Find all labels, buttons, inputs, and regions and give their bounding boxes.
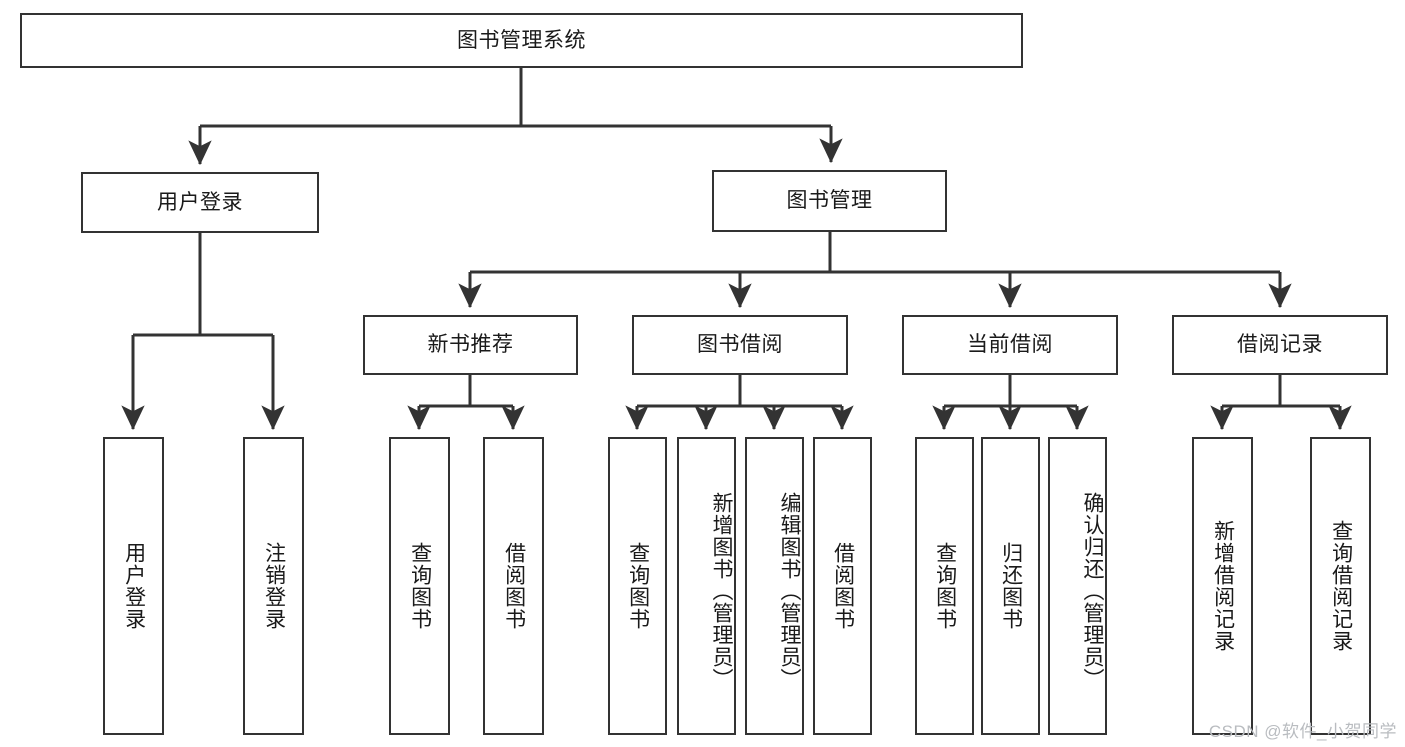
leaf-logout[interactable]: 注销登录 [243, 437, 304, 735]
leaf-borrow-book-rec-label: 借阅图书 [502, 542, 526, 630]
node-current-borrow[interactable]: 当前借阅 [902, 315, 1118, 375]
leaf-add-book[interactable]: 新增图书（管理员） [677, 437, 736, 735]
leaf-add-borrow-record[interactable]: 新增借阅记录 [1192, 437, 1253, 735]
leaf-confirm-return[interactable]: 确认归还（管理员） [1048, 437, 1107, 735]
edge-borrow-record-bus [1210, 375, 1352, 431]
node-root[interactable]: 图书管理系统 [20, 13, 1023, 68]
leaf-edit-book[interactable]: 编辑图书（管理员） [745, 437, 804, 735]
edge-book-manage-bus [458, 232, 1292, 309]
leaf-logout-label: 注销登录 [262, 542, 286, 630]
node-borrow-record[interactable]: 借阅记录 [1172, 315, 1388, 375]
edge-root-bus [188, 68, 843, 166]
node-book-borrow[interactable]: 图书借阅 [632, 315, 848, 375]
leaf-query-book-borrow-label: 查询图书 [626, 542, 650, 630]
leaf-add-borrow-record-label: 新增借阅记录 [1211, 520, 1235, 652]
leaf-user-login[interactable]: 用户登录 [103, 437, 164, 735]
node-new-book-recommend[interactable]: 新书推荐 [363, 315, 578, 375]
leaf-borrow-book[interactable]: 借阅图书 [813, 437, 872, 735]
leaf-borrow-book-label: 借阅图书 [831, 542, 855, 630]
leaf-query-book-rec-label: 查询图书 [408, 542, 432, 630]
leaf-query-book-rec[interactable]: 查询图书 [389, 437, 450, 735]
leaf-user-login-label: 用户登录 [122, 542, 146, 630]
leaf-query-borrow-record-label: 查询借阅记录 [1329, 520, 1353, 652]
leaf-confirm-return-label: 确认归还（管理员） [1081, 492, 1104, 690]
node-current-borrow-label: 当前借阅 [967, 333, 1053, 357]
edge-current-borrow-bus [932, 375, 1089, 431]
node-user-login-label: 用户登录 [157, 190, 243, 214]
edge-user-login-bus [121, 233, 285, 431]
node-root-label: 图书管理系统 [457, 28, 586, 52]
node-book-borrow-label: 图书借阅 [697, 333, 783, 357]
leaf-return-book-label: 归还图书 [999, 542, 1023, 630]
leaf-query-book-current[interactable]: 查询图书 [915, 437, 974, 735]
leaf-query-book-borrow[interactable]: 查询图书 [608, 437, 667, 735]
leaf-return-book[interactable]: 归还图书 [981, 437, 1040, 735]
leaf-query-book-current-label: 查询图书 [933, 542, 957, 630]
node-user-login[interactable]: 用户登录 [81, 172, 319, 233]
leaf-add-book-label: 新增图书（管理员） [710, 492, 733, 690]
edge-book-borrow-bus [625, 375, 854, 431]
leaf-borrow-book-rec[interactable]: 借阅图书 [483, 437, 544, 735]
watermark: CSDN @软件_小贺同学 [1208, 722, 1397, 741]
leaf-edit-book-label: 编辑图书（管理员） [778, 492, 801, 690]
node-borrow-record-label: 借阅记录 [1237, 333, 1323, 357]
node-book-manage[interactable]: 图书管理 [712, 170, 947, 232]
leaf-query-borrow-record[interactable]: 查询借阅记录 [1310, 437, 1371, 735]
node-new-book-recommend-label: 新书推荐 [427, 333, 514, 357]
edge-new-book-recommend-bus [407, 375, 525, 431]
node-book-manage-label: 图书管理 [786, 189, 873, 213]
